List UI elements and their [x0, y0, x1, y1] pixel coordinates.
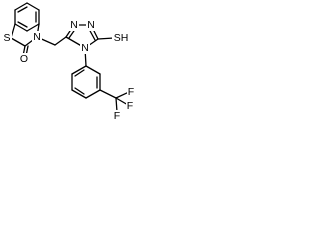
double-bond-inner	[74, 69, 85, 77]
bond	[71, 89, 87, 99]
atom-label-nitrogen: N	[87, 19, 95, 31]
atom-label-nitrogen: N	[33, 31, 41, 43]
chemical-structure-diagram: S O N N N N SH F F F	[3, 2, 136, 122]
atom-label-fluorine: F	[114, 110, 120, 122]
atom-label-fluorine: F	[128, 86, 134, 98]
trifluoromethylphenyl-ring	[71, 65, 117, 99]
bond	[97, 37, 115, 40]
double-bond-inner	[17, 21, 28, 28]
bond	[85, 65, 101, 75]
atom-label-thiol: SH	[114, 32, 129, 44]
methylene-linker	[54, 36, 67, 46]
atom-label-nitrogen: N	[70, 19, 78, 31]
bond	[10, 37, 26, 47]
double-bond-inner	[17, 6, 28, 13]
bond	[85, 89, 101, 99]
atom-label-nitrogen: N	[81, 42, 89, 54]
bond	[115, 97, 118, 113]
bond	[54, 36, 67, 46]
atom-label-oxygen: O	[20, 53, 28, 65]
bond	[115, 91, 130, 99]
bond	[14, 2, 28, 11]
bond	[14, 23, 28, 32]
double-bond-inner	[74, 87, 85, 95]
benzothiazolone-benzene-ring	[14, 2, 40, 32]
atom-label-sulfur: S	[3, 32, 10, 44]
bond	[26, 23, 40, 32]
bond	[99, 89, 117, 99]
bond	[71, 65, 87, 75]
bond	[26, 2, 40, 11]
atom-label-fluorine: F	[127, 100, 133, 112]
